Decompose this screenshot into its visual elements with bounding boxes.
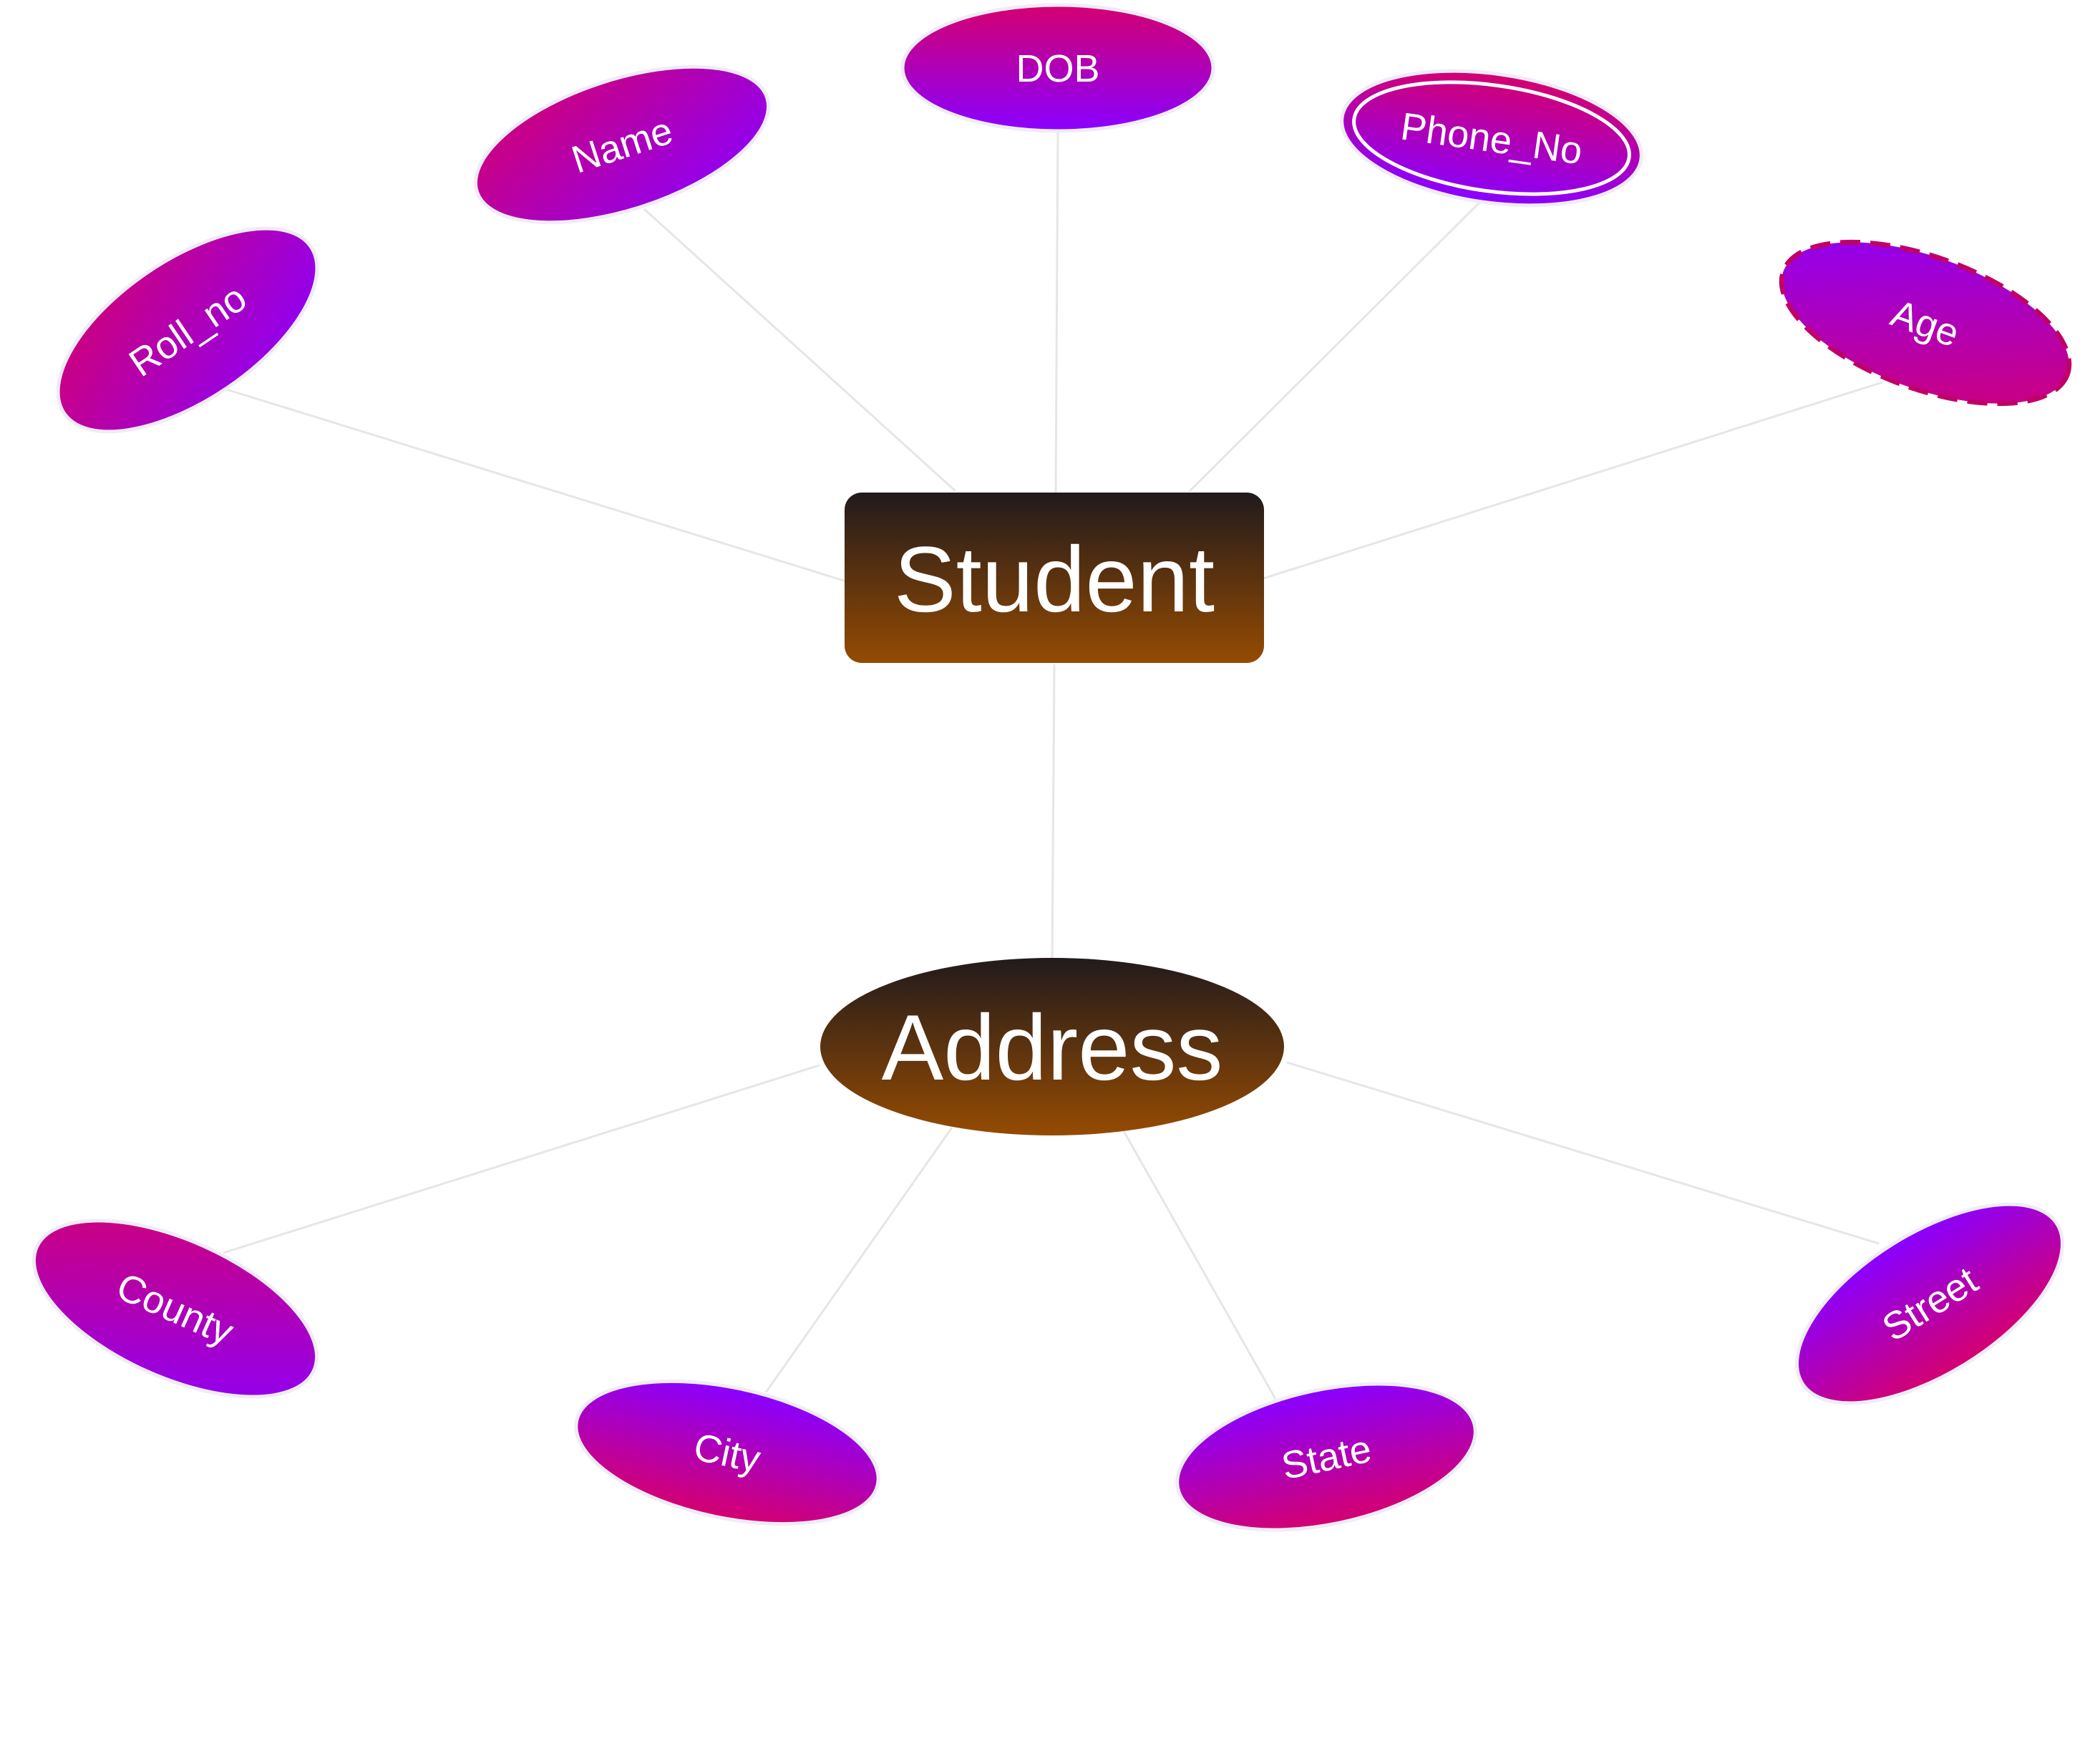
attribute-dob-shape [900, 3, 1215, 133]
edge-dob [1054, 128, 1059, 495]
edge-county [223, 1064, 820, 1254]
student-entity-label: Student [894, 527, 1215, 631]
attribute-street-shape [1794, 1202, 2065, 1405]
attribute-roll-no[interactable]: Roll_no [25, 188, 350, 471]
address-attribute[interactable]: Address [820, 958, 1284, 1135]
attribute-street[interactable]: Street [1765, 1165, 2094, 1443]
attribute-state[interactable]: State [1164, 1360, 1489, 1554]
attribute-phone-no[interactable]: Phone_No [1333, 54, 1651, 223]
edge-age [1263, 381, 1883, 580]
student-entity-box [845, 493, 1264, 663]
attribute-name[interactable]: Name [457, 36, 787, 254]
attribute-county-shape [31, 1218, 319, 1399]
attribute-city-shape [574, 1379, 880, 1526]
attribute-age-shape [1779, 239, 2072, 407]
attribute-city[interactable]: City [563, 1357, 891, 1548]
edge-city [764, 1127, 953, 1393]
attribute-dob[interactable]: DOB [900, 3, 1215, 133]
edge-street [1286, 1061, 1880, 1245]
attribute-phone-no-shape [1340, 69, 1643, 208]
edge-name [643, 208, 957, 493]
student-entity[interactable]: Student [845, 493, 1264, 663]
edge-phone-no [1188, 200, 1482, 493]
address-attribute-label: Address [882, 995, 1223, 1100]
attribute-age[interactable]: Age [1761, 209, 2089, 436]
attribute-dob-label: DOB [1016, 47, 1099, 90]
attribute-name-shape [473, 64, 771, 225]
edge-student-address [1051, 664, 1056, 960]
connectors [221, 128, 1883, 1400]
attribute-county[interactable]: County [9, 1184, 341, 1433]
edge-roll-no [221, 387, 847, 583]
attribute-state-shape [1175, 1382, 1477, 1532]
edge-state [1122, 1130, 1277, 1400]
attribute-phone-no-inner-ring [1352, 80, 1631, 196]
address-attribute-shape [820, 958, 1284, 1135]
attribute-roll-no-shape [56, 226, 319, 434]
